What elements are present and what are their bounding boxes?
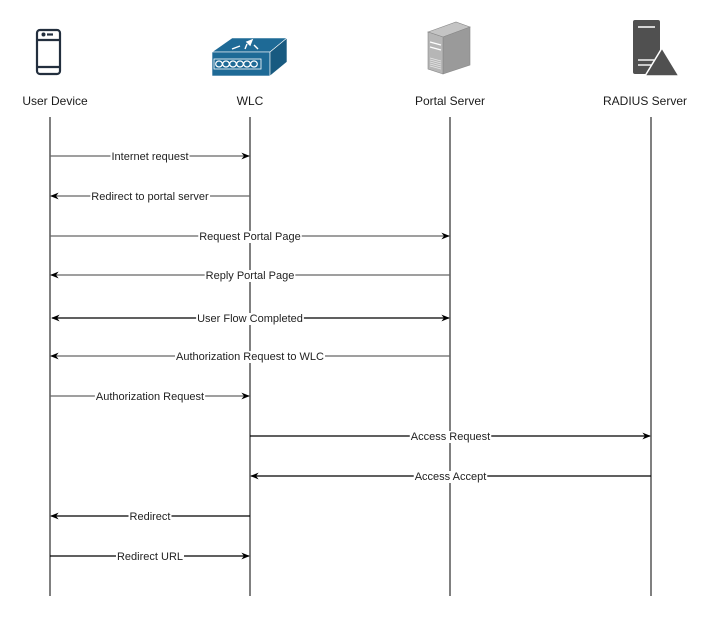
actor-label: RADIUS Server [603,94,687,108]
actor-label: Portal Server [415,94,485,108]
message-label: Reply Portal Page [206,270,295,282]
radius-server-icon [633,20,681,77]
message-label: Access Accept [415,471,487,483]
actor-wlc: WLC [211,37,288,108]
message-arrow: Redirect URL [50,551,250,563]
actor-label: WLC [237,94,264,108]
message-label-background [175,351,326,363]
message-label: Request Portal Page [199,231,301,243]
message-label: User Flow Completed [197,313,303,325]
message-label-background [409,431,492,443]
message-arrow: Redirect [50,511,250,523]
message-arrow: Authorization Request [50,391,250,403]
actor-label: User Device [22,94,88,108]
wireless-lan-controller-icon [211,37,288,77]
message-arrow: User Flow Completed [51,313,450,325]
message-label-background [94,391,206,403]
message-label: Internet request [111,151,188,163]
message-label-background [115,551,185,563]
message-arrow: Internet request [50,151,250,163]
message-label-background [204,270,296,282]
server-tower-icon [427,21,471,75]
message-label-background [110,151,190,163]
message-arrow: Reply Portal Page [50,270,450,282]
message-arrow: Access Request [250,431,651,443]
message-label: Access Request [411,431,490,443]
message-label: Redirect to portal server [91,191,209,203]
message-arrow: Authorization Request to WLC [50,351,450,363]
actor-portal-server: Portal Server [415,21,485,108]
message-label: Redirect URL [117,551,183,563]
message-label-background [90,191,211,203]
message-label-background [128,511,172,523]
message-label-background [198,231,302,243]
actor-radius-server: RADIUS Server [603,20,687,108]
message-arrow: Request Portal Page [50,231,450,243]
message-label: Authorization Request [96,391,204,403]
message-label-background [413,471,488,483]
mobile-phone-icon [35,28,62,76]
message-label: Authorization Request to WLC [176,351,324,363]
message-label: Redirect [130,511,171,523]
actor-user-device: User Device [22,28,88,108]
message-label-background [196,313,304,325]
message-arrow: Redirect to portal server [50,191,250,203]
message-arrow: Access Accept [250,471,651,483]
